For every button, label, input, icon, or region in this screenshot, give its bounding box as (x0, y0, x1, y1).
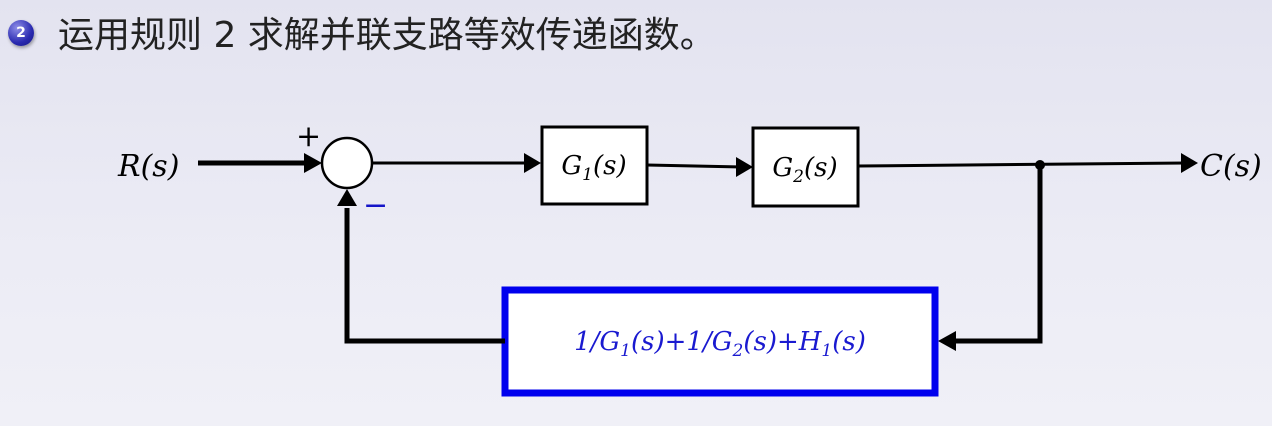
g2-block (751, 126, 860, 208)
input-label: R(s) (117, 149, 179, 184)
feedback-block-arrowhead (938, 331, 956, 351)
bullet-number-badge: 2 (8, 20, 34, 46)
feedback-line-right (950, 165, 1043, 344)
g1-block (540, 125, 649, 206)
g2-label: G2(s) (772, 153, 837, 187)
g1-arrowhead (524, 153, 541, 173)
output-arrowhead (1181, 153, 1198, 173)
feedback-line-left (344, 208, 505, 344)
summing-junction (320, 136, 374, 190)
minus-sign: − (363, 188, 388, 223)
junction-feedback-arrowhead (337, 189, 357, 206)
g2-arrowhead (736, 157, 753, 177)
forward-line-2 (646, 163, 743, 169)
input-arrowhead (304, 153, 322, 173)
feedback-block-label: 1/G1(s)+1/G2(s)+H1(s) (574, 327, 866, 361)
g1-label: G1(s) (561, 151, 626, 185)
output-signal-line (857, 161, 1187, 168)
output-label: C(s) (1200, 149, 1262, 184)
plus-sign: + (296, 119, 321, 154)
slide-heading: 运用规则 2 求解并联支路等效传递函数。 (58, 15, 716, 56)
